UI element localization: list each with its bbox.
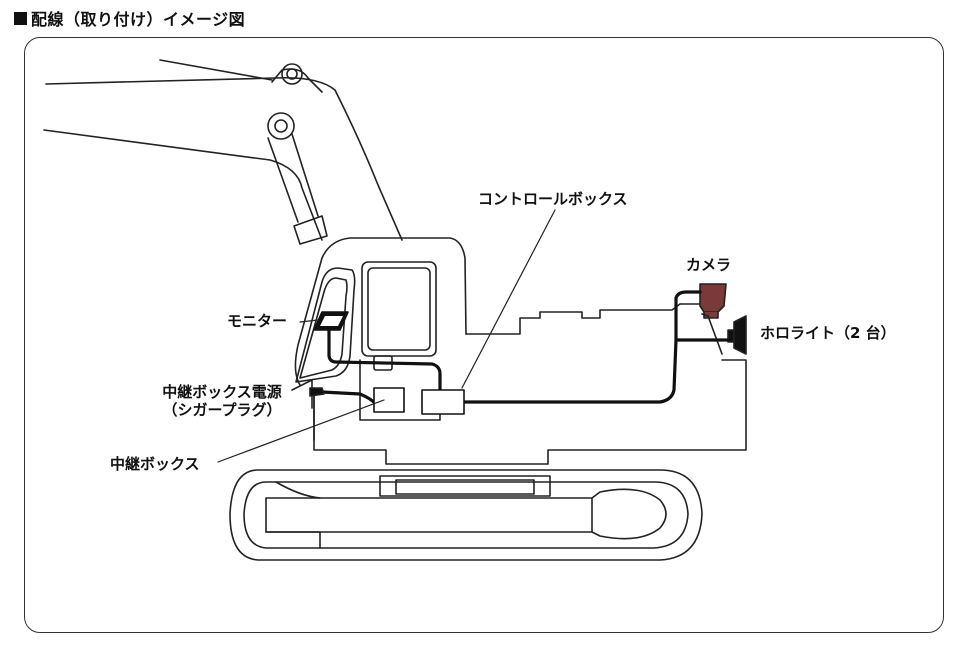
relay-box-label: 中継ボックス — [110, 455, 200, 473]
heading-text: 配線（取り付け）イメージ図 — [31, 10, 246, 29]
diagram-frame — [24, 37, 944, 633]
excavator-tracks — [229, 469, 703, 561]
camera-icon — [699, 283, 727, 313]
excavator-boom — [43, 59, 403, 245]
relay-box-icon — [373, 387, 405, 413]
relay-power-label: 中継ボックス電源 （シガープラグ） — [132, 383, 312, 419]
camera-and-light — [679, 283, 747, 355]
leader-lines — [217, 209, 556, 463]
diagram-heading: 配線（取り付け）イメージ図 — [14, 6, 245, 30]
relay-power-label-line1: 中継ボックス電源 — [162, 383, 282, 401]
control-box-icon — [421, 389, 465, 415]
heading-square-icon — [14, 11, 27, 25]
camera-label: カメラ — [686, 256, 732, 274]
monitor-label: モニター — [227, 312, 288, 330]
excavator-cab — [291, 237, 747, 465]
horo-light-icon — [733, 315, 747, 355]
horo-light-label: ホロライト（2 台） — [760, 324, 896, 342]
relay-power-label-line2: （シガープラグ） — [162, 401, 282, 419]
control-box-label: コントロールボックス — [478, 190, 628, 208]
cigar-plug-icon — [309, 387, 325, 397]
